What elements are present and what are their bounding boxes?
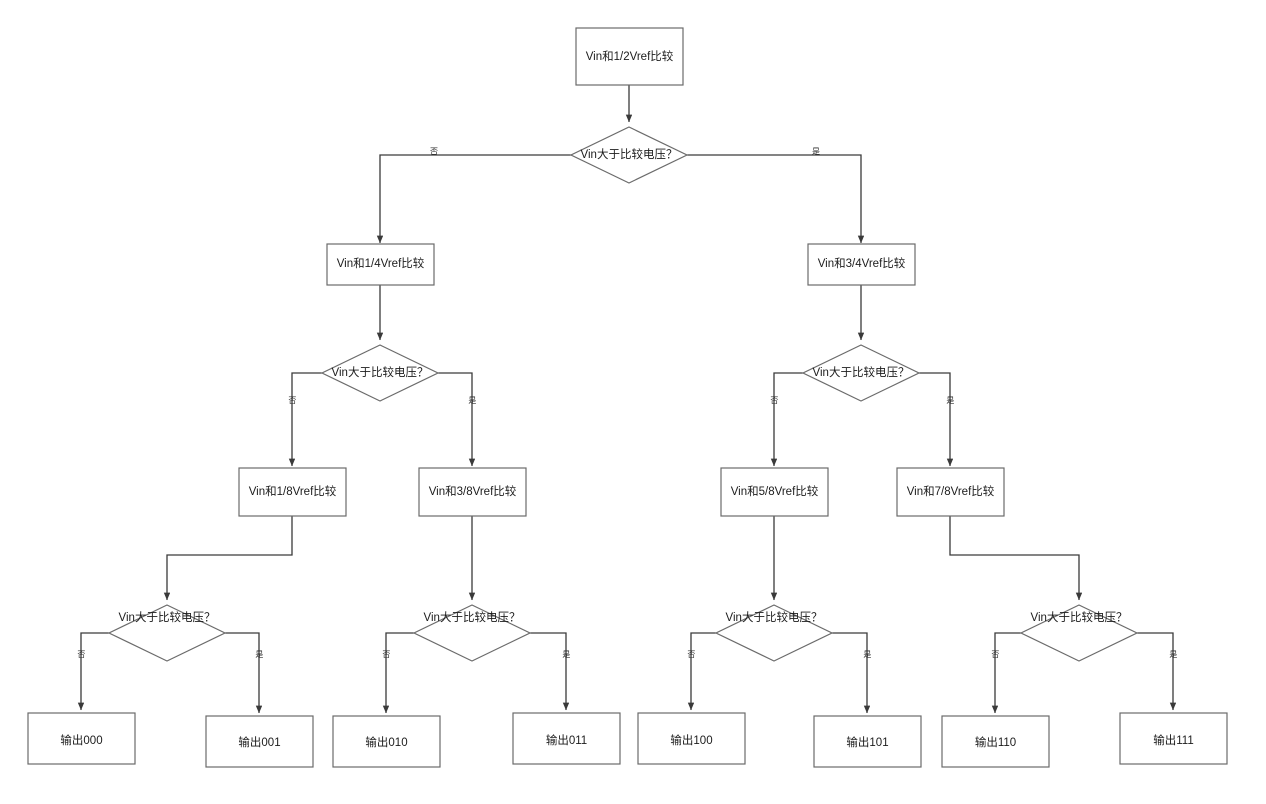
node-decision-5-8-shape bbox=[714, 604, 834, 662]
edge-label-d18-yes: 是 bbox=[255, 650, 264, 659]
node-decision-7-8[interactable]: Vin大于比较电压？ bbox=[1019, 604, 1139, 662]
node-process-3-8-shape bbox=[418, 467, 527, 517]
node-output-011[interactable]: 输出011 bbox=[512, 712, 621, 765]
edge-label-d78-yes: 是 bbox=[1169, 650, 1178, 659]
node-output-001[interactable]: 输出001 bbox=[205, 715, 314, 768]
node-output-010[interactable]: 输出010 bbox=[332, 715, 441, 768]
edge-label-root-no: 否 bbox=[430, 147, 438, 156]
node-right-process-label: Vin和3/4Vref比较 bbox=[818, 256, 906, 270]
node-output-100[interactable]: 输出100 bbox=[637, 712, 746, 765]
node-decision-7-8-label: Vin大于比较电压？ bbox=[1031, 610, 1128, 624]
node-right-decision[interactable]: Vin大于比较电压？ bbox=[801, 344, 921, 402]
node-process-7-8-shape bbox=[896, 467, 1005, 517]
node-decision-1-8[interactable]: Vin大于比较电压？ bbox=[107, 604, 227, 662]
node-right-decision-label: Vin大于比较电压？ bbox=[813, 365, 910, 379]
node-root-process-label: Vin和1/2Vref比较 bbox=[586, 49, 674, 63]
edge-right-yes-to-p78 bbox=[919, 372, 954, 467]
node-process-7-8-label: Vin和7/8Vref比较 bbox=[907, 484, 995, 498]
node-left-decision-label: Vin大于比较电压？ bbox=[332, 365, 429, 379]
node-root-decision-label: Vin大于比较电压？ bbox=[581, 147, 678, 161]
edge-d38-yes-to-out011 bbox=[530, 632, 570, 711]
node-root-process[interactable]: Vin和1/2Vref比较 bbox=[575, 27, 684, 86]
node-output-010-shape bbox=[332, 715, 441, 768]
node-decision-3-8-shape bbox=[412, 604, 532, 662]
edge-label-right-no: 否 bbox=[770, 396, 779, 405]
node-decision-5-8-label: Vin大于比较电压？ bbox=[726, 610, 823, 624]
edge-label-left-yes: 是 bbox=[468, 396, 477, 405]
node-output-101-label: 输出101 bbox=[846, 735, 888, 749]
node-process-1-8-label: Vin和1/8Vref比较 bbox=[249, 484, 337, 498]
node-output-101[interactable]: 输出101 bbox=[813, 715, 922, 768]
node-decision-7-8-shape bbox=[1019, 604, 1139, 662]
edge-label-d18-no: 否 bbox=[77, 650, 86, 659]
edge-p18-to-d18 bbox=[163, 516, 293, 601]
node-left-process-label: Vin和1/4Vref比较 bbox=[337, 256, 425, 270]
edge-label-d78-no: 否 bbox=[991, 650, 1000, 659]
edge-label-left-no: 否 bbox=[288, 396, 297, 405]
node-output-111-label: 输出111 bbox=[1153, 733, 1193, 747]
edge-d78-yes-to-out111 bbox=[1137, 632, 1177, 711]
edge-root-yes-to-right-process bbox=[687, 154, 865, 244]
node-output-110-label: 输出110 bbox=[975, 735, 1016, 749]
node-output-010-label: 输出010 bbox=[365, 735, 407, 749]
node-right-process-shape bbox=[807, 243, 916, 286]
edge-d18-no-to-out000 bbox=[77, 632, 109, 711]
node-process-3-8-label: Vin和3/8Vref比较 bbox=[429, 484, 517, 498]
node-root-process-shape bbox=[575, 27, 684, 86]
node-process-7-8[interactable]: Vin和7/8Vref比较 bbox=[896, 467, 1005, 517]
edge-left-no-to-p18 bbox=[288, 372, 322, 467]
node-process-5-8-label: Vin和5/8Vref比较 bbox=[731, 484, 819, 498]
node-decision-1-8-label: Vin大于比较电压？ bbox=[119, 610, 216, 624]
edge-d58-yes-to-out101 bbox=[832, 632, 871, 714]
node-output-110[interactable]: 输出110 bbox=[941, 715, 1050, 768]
node-right-process[interactable]: Vin和3/4Vref比较 bbox=[807, 243, 916, 286]
edge-root-no-to-left-process bbox=[376, 154, 572, 244]
node-output-001-shape bbox=[205, 715, 314, 768]
node-output-100-label: 输出100 bbox=[670, 733, 712, 747]
edge-left-yes-to-p38 bbox=[438, 372, 476, 467]
node-decision-3-8[interactable]: Vin大于比较电压？ bbox=[412, 604, 532, 662]
edge-label-d58-no: 否 bbox=[687, 650, 696, 659]
edge-label-d58-yes: 是 bbox=[863, 650, 872, 659]
node-process-1-8[interactable]: Vin和1/8Vref比较 bbox=[238, 467, 347, 517]
node-root-decision[interactable]: Vin大于比较电压？ bbox=[569, 126, 689, 184]
node-process-1-8-shape bbox=[238, 467, 347, 517]
node-output-000[interactable]: 输出000 bbox=[27, 712, 136, 765]
edge-d58-no-to-out100 bbox=[687, 632, 716, 711]
edge-label-d38-no: 否 bbox=[382, 650, 391, 659]
edge-label-right-yes: 是 bbox=[946, 396, 955, 405]
edge-d18-yes-to-out001 bbox=[225, 632, 263, 714]
node-left-decision[interactable]: Vin大于比较电压？ bbox=[320, 344, 440, 402]
edge-d78-no-to-out110 bbox=[991, 632, 1021, 714]
node-output-001-label: 输出001 bbox=[238, 735, 280, 749]
node-root-decision-shape bbox=[569, 126, 689, 184]
node-decision-3-8-label: Vin大于比较电压？ bbox=[424, 610, 521, 624]
node-output-000-shape bbox=[27, 712, 136, 765]
node-output-011-label: 输出011 bbox=[546, 733, 587, 747]
edge-d38-no-to-out010 bbox=[382, 632, 414, 714]
edge-label-root-yes: 是 bbox=[812, 147, 820, 156]
node-process-5-8[interactable]: Vin和5/8Vref比较 bbox=[720, 467, 829, 517]
node-output-101-shape bbox=[813, 715, 922, 768]
node-right-decision-shape bbox=[801, 344, 921, 402]
edge-p78-to-d78 bbox=[949, 516, 1083, 601]
node-output-110-shape bbox=[941, 715, 1050, 768]
node-output-011-shape bbox=[512, 712, 621, 765]
node-process-5-8-shape bbox=[720, 467, 829, 517]
node-decision-5-8[interactable]: Vin大于比较电压？ bbox=[714, 604, 834, 662]
node-left-decision-shape bbox=[320, 344, 440, 402]
node-left-process[interactable]: Vin和1/4Vref比较 bbox=[326, 243, 435, 286]
edge-label-d38-yes: 是 bbox=[562, 650, 571, 659]
node-output-111[interactable]: 输出111 bbox=[1119, 712, 1228, 765]
node-output-100-shape bbox=[637, 712, 746, 765]
node-decision-1-8-shape bbox=[107, 604, 227, 662]
node-output-111-shape bbox=[1119, 712, 1228, 765]
node-left-process-shape bbox=[326, 243, 435, 286]
edge-right-no-to-p58 bbox=[770, 372, 803, 467]
node-process-3-8[interactable]: Vin和3/8Vref比较 bbox=[418, 467, 527, 517]
node-output-000-label: 输出000 bbox=[60, 733, 102, 747]
